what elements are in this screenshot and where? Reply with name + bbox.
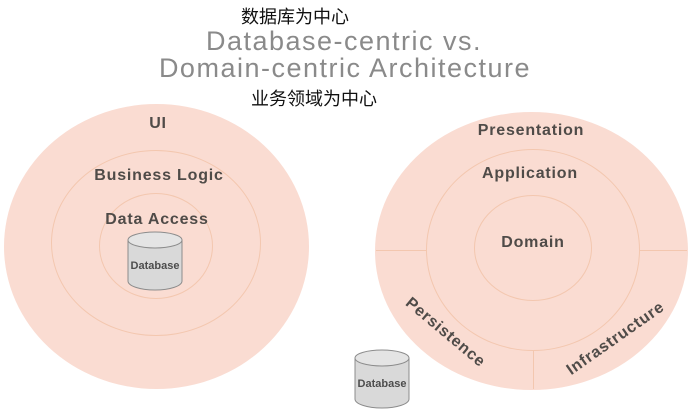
page-title-line-1: Database-centric vs. bbox=[205, 26, 483, 56]
layer-label-domain: Domain bbox=[501, 234, 565, 251]
domain-centric-cn-label: 业务领域为中心 bbox=[251, 89, 377, 109]
page-title-line-2: Domain-centric Architecture bbox=[158, 53, 532, 83]
right-middle-ring bbox=[426, 149, 640, 351]
outer-ring-divider-bottom bbox=[533, 351, 534, 389]
left-middle-ring bbox=[51, 150, 261, 336]
outer-ring-divider-left bbox=[376, 250, 426, 251]
right-inner-ring bbox=[474, 195, 592, 301]
layer-label-application: Application bbox=[482, 165, 578, 182]
database-cylinder-label: Database bbox=[358, 378, 407, 390]
database-cylinder-icon: Database bbox=[127, 231, 183, 291]
database-cylinder-icon: Database bbox=[354, 349, 410, 409]
layer-label-presentation: Presentation bbox=[477, 122, 585, 139]
database-cylinder-label: Database bbox=[131, 260, 180, 272]
left-inner-ring bbox=[99, 193, 213, 299]
outer-ring-divider-right bbox=[640, 250, 687, 251]
database-centric-cn-label: 数据库为中心 bbox=[241, 7, 349, 27]
layer-label-business-logic: Business Logic bbox=[94, 167, 224, 184]
layer-label-ui: UI bbox=[149, 115, 167, 132]
layer-label-data-access: Data Access bbox=[105, 211, 209, 228]
